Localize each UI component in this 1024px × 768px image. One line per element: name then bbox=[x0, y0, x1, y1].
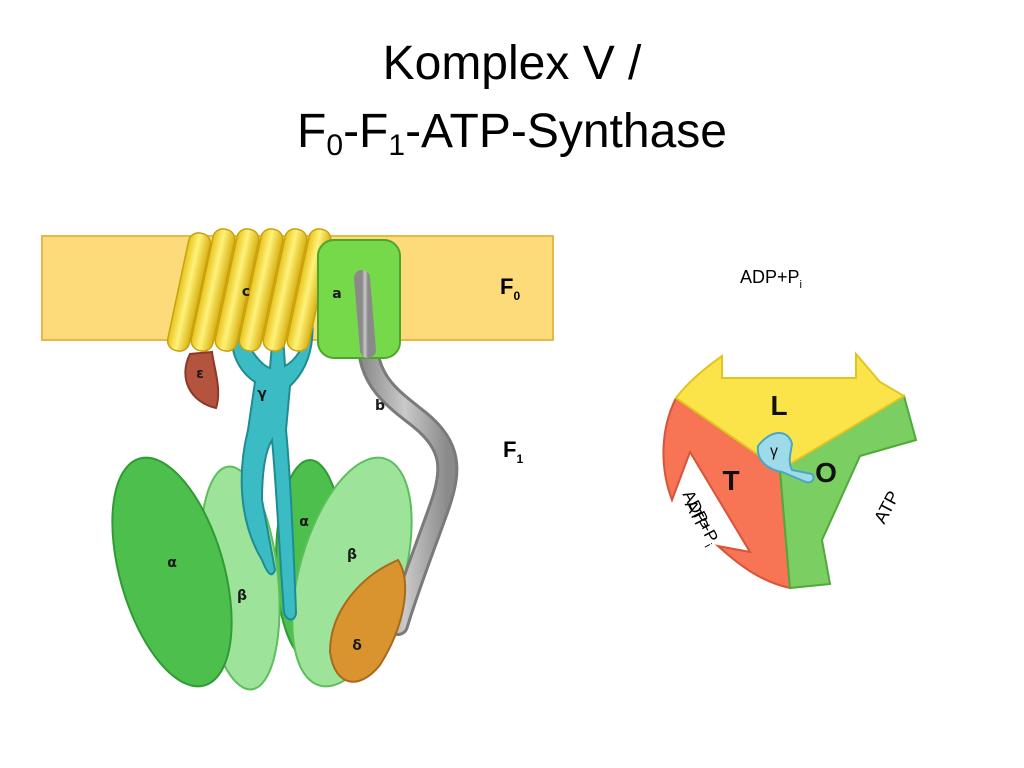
label-delta: δ bbox=[352, 638, 362, 654]
label-epsilon: ε bbox=[196, 366, 204, 382]
cycle-left-overlap-a-sub: i bbox=[702, 542, 714, 550]
cycle-adp-pi-top-sub: i bbox=[800, 279, 802, 291]
alpha-subunit-left bbox=[111, 456, 233, 688]
title-sub-1: 1 bbox=[388, 129, 406, 162]
b-stalk-top bbox=[354, 270, 376, 358]
binding-change-cycle bbox=[662, 351, 918, 590]
cycle-atp-right: ATP bbox=[870, 488, 903, 527]
b-stalk bbox=[354, 270, 456, 633]
label-c: c bbox=[242, 284, 250, 300]
label-f0: F0 bbox=[500, 274, 520, 303]
title-rest: -ATP-Synthase bbox=[405, 105, 727, 158]
sector-O bbox=[778, 394, 918, 590]
label-f0-sub: 0 bbox=[513, 289, 520, 303]
label-alpha-left: α bbox=[167, 555, 177, 571]
sector-T bbox=[662, 396, 792, 590]
label-beta-left: β bbox=[237, 588, 247, 604]
label-a: a bbox=[332, 286, 341, 302]
label-gamma: γ bbox=[257, 386, 267, 402]
label-f1: F1 bbox=[503, 437, 523, 466]
cycle-adp-pi-top-main: ADP+P bbox=[740, 267, 800, 287]
cycle-label-gamma: γ bbox=[770, 443, 778, 460]
delta-subunit bbox=[328, 558, 407, 683]
cycle-label-L: L bbox=[770, 390, 787, 421]
cycle-gamma-shape bbox=[756, 432, 815, 484]
cycle-label-T: T bbox=[722, 465, 739, 496]
title-line-1: Komplex V / bbox=[0, 40, 1024, 88]
label-f1-main: F bbox=[503, 437, 516, 462]
label-alpha-back: α bbox=[299, 514, 309, 530]
title-text-1: Komplex V / bbox=[382, 37, 642, 90]
epsilon-subunit bbox=[184, 350, 220, 410]
sector-L bbox=[674, 351, 906, 472]
label-f0-main: F bbox=[500, 274, 513, 299]
title-dash-f: -F bbox=[343, 105, 389, 158]
cycle-adp-pi-top: ADP+Pi bbox=[740, 267, 802, 291]
label-b: b bbox=[375, 398, 385, 414]
cycle-label-O: O bbox=[815, 457, 837, 488]
title-f: F bbox=[297, 105, 327, 158]
label-beta-right: β bbox=[347, 547, 357, 563]
title-sub-0: 0 bbox=[326, 129, 344, 162]
title-line-2: F0-F1-ATP-Synthase bbox=[0, 105, 1024, 161]
label-f1-sub: 1 bbox=[516, 452, 523, 466]
